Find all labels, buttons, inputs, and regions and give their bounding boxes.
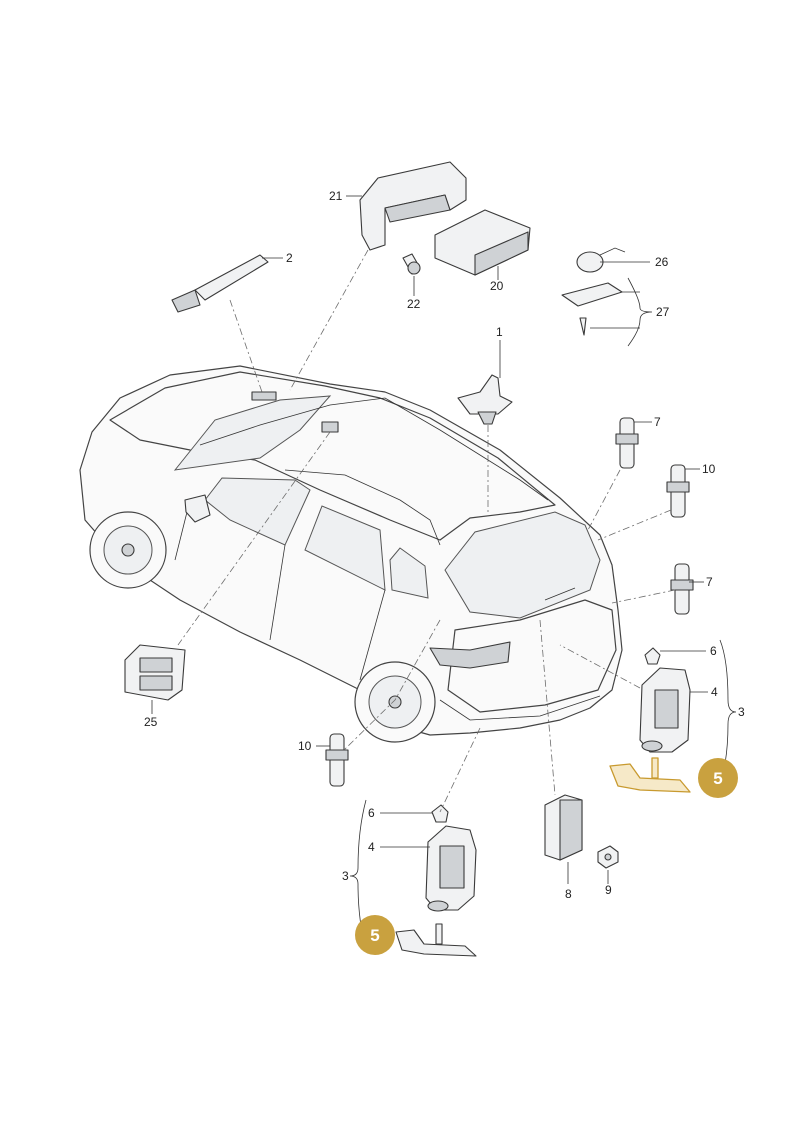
callout-10-left: 10 [298,739,312,753]
part-27-light [561,282,623,336]
badge-5-left-circle [355,915,395,955]
callout-9: 9 [605,883,612,897]
callout-3-left: 3 [342,869,349,883]
part-9-nut [597,845,619,869]
part-10-right-sensor [666,464,690,518]
callout-4-right: 4 [711,685,718,699]
callout-20: 20 [490,279,504,293]
dashed-relation-lines [177,249,676,813]
badge-5-right-circle [698,758,738,798]
callout-4-left: 4 [368,840,375,854]
badge-5-right-label: 5 [713,769,722,788]
callout-6-left: 6 [368,806,375,820]
part-26-sensor [576,247,626,273]
badge-5-left[interactable]: 5 [355,915,395,955]
callout-6-right: 6 [710,644,717,658]
callout-7-upper: 7 [654,415,661,429]
callout-26: 26 [655,255,669,269]
leader-lines [151,195,737,951]
part-7-lower-sensor [670,563,694,615]
callout-27: 27 [656,305,670,319]
part-25-switch-module [124,644,186,701]
callout-2: 2 [286,251,293,265]
part-7-upper-sensor [615,417,639,469]
part-2-antenna-strip [171,254,269,313]
callout-3-right: 3 [738,705,745,719]
callout-21: 21 [329,189,343,203]
part-21-bracket [359,161,467,251]
part-5-right-highlight [609,757,691,793]
callout-8: 8 [565,887,572,901]
badge-5-left-label: 5 [370,926,379,945]
part-8-module [544,794,583,861]
callout-10-right: 10 [702,462,716,476]
callout-1: 1 [496,325,503,339]
part-10-left-sensor [325,733,349,787]
part-22-screw [402,253,421,275]
left-bracket-assembly [425,804,477,912]
part-1-shark-fin [457,374,513,425]
part-5-left-bracket [395,923,477,957]
callout-labels: 1 2 21 22 20 26 27 7 10 7 6 4 3 25 10 6 … [144,189,745,901]
callout-22: 22 [407,297,421,311]
callout-7-lower: 7 [706,575,713,589]
right-bracket-assembly [639,647,691,753]
badge-5-right[interactable]: 5 [698,758,738,798]
car-body [79,365,623,743]
callout-25: 25 [144,715,158,729]
part-20-control-unit [434,209,531,276]
